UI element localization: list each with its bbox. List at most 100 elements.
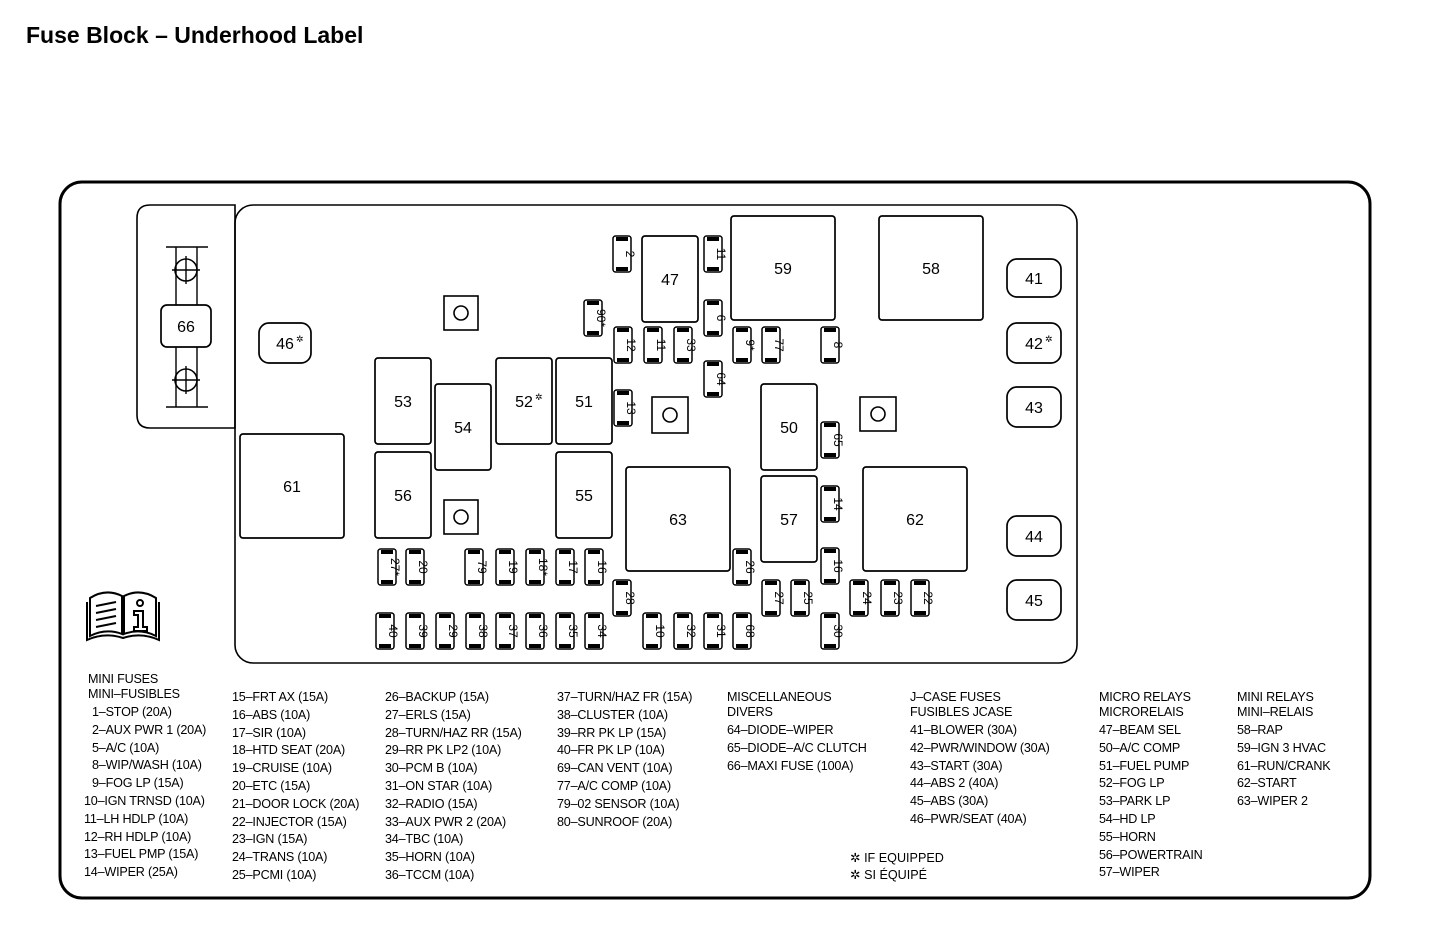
legend-item: 13–FUEL PMP (15A) bbox=[84, 847, 199, 862]
legend-item: 80–SUNROOF (20A) bbox=[557, 814, 673, 829]
fuse-64: 64 bbox=[703, 360, 728, 398]
legend-jcase: J–CASE FUSES FUSIBLES JCASE 41–BLOWER (3… bbox=[910, 690, 1050, 829]
fuse-label: 2 bbox=[623, 251, 637, 258]
legend-item: 32–RADIO (15A) bbox=[385, 796, 478, 811]
legend-item: 59–IGN 3 HVAC bbox=[1237, 740, 1326, 755]
fuse-label: 35 bbox=[566, 624, 580, 638]
relay-42: 42✲ bbox=[1006, 322, 1062, 364]
relay-label: 47 bbox=[661, 272, 679, 289]
fuse-18: 18* bbox=[525, 548, 550, 586]
relay-66: 66 bbox=[160, 304, 212, 348]
legend-item: 17–SIR (10A) bbox=[232, 725, 306, 740]
fuse-label: 30 bbox=[831, 624, 845, 638]
legend-item: 66–MAXI FUSE (100A) bbox=[727, 758, 854, 773]
legend-item: 79–02 SENSOR (10A) bbox=[557, 796, 680, 811]
relay-label: 52 bbox=[515, 394, 533, 411]
footnote-text: SI ÉQUIPÉ bbox=[864, 868, 928, 882]
fuse-label: 11 bbox=[714, 248, 728, 261]
legend-heading: MINI FUSES bbox=[88, 672, 159, 686]
fuse-26: 26 bbox=[732, 548, 757, 586]
fuse-label: 27* bbox=[388, 558, 402, 576]
housing-outline bbox=[58, 180, 1372, 900]
legend-item: 61–RUN/CRANK bbox=[1237, 758, 1331, 773]
legend-item: 9–FOG LP (15A) bbox=[92, 776, 184, 791]
fuse-label: 24 bbox=[860, 591, 874, 605]
fuse-36: 36 bbox=[525, 612, 550, 650]
fuse-65: 65 bbox=[820, 421, 845, 459]
fuse-label: 31 bbox=[714, 624, 728, 638]
legend-item: 26–BACKUP (15A) bbox=[385, 690, 489, 704]
fuse-label: 26 bbox=[743, 560, 757, 574]
fuse-34: 34 bbox=[584, 612, 609, 650]
fuse-label: 27 bbox=[772, 591, 786, 605]
legend-item: 52–FOG LP bbox=[1099, 776, 1165, 791]
legend-item: 24–TRANS (10A) bbox=[232, 850, 328, 865]
legend-item: 31–ON STAR (10A) bbox=[385, 778, 493, 793]
fuse-79: 79 bbox=[464, 548, 489, 586]
legend-item: 47–BEAM SEL bbox=[1099, 723, 1181, 737]
legend-item: 57–WIPER bbox=[1099, 865, 1160, 880]
legend-item: 23–IGN (15A) bbox=[232, 832, 308, 847]
fuse-label: 32 bbox=[684, 624, 698, 638]
relay-label: 51 bbox=[575, 394, 593, 411]
legend-item: 30–PCM B (10A) bbox=[385, 761, 478, 776]
relay-63: 63 bbox=[625, 466, 731, 572]
fuse-label: 12 bbox=[624, 338, 638, 352]
legend-item: 38–CLUSTER (10A) bbox=[557, 707, 668, 722]
fuse-77: 77 bbox=[761, 326, 786, 364]
legend-heading: MICRO RELAYS bbox=[1099, 690, 1191, 704]
legend-item: 21–DOOR LOCK (20A) bbox=[232, 796, 360, 811]
fuse-label: 38 bbox=[476, 624, 490, 638]
fuse-label: 90* bbox=[594, 309, 608, 327]
asterisk-mark: ✲ bbox=[535, 392, 543, 402]
legend-item: 36–TCCM (10A) bbox=[385, 867, 475, 882]
relay-51: 51 bbox=[555, 357, 613, 445]
fuse-11: 11 bbox=[703, 235, 728, 273]
legend-item: 45–ABS (30A) bbox=[910, 794, 989, 809]
fuse-label: 39 bbox=[416, 624, 430, 638]
legend-item: 58–RAP bbox=[1237, 723, 1283, 737]
relay-label: 61 bbox=[283, 479, 301, 496]
legend-item: 22–INJECTOR (15A) bbox=[232, 814, 347, 829]
legend-item: 2–AUX PWR 1 (20A) bbox=[92, 722, 207, 737]
legend-heading: DIVERS bbox=[727, 704, 773, 719]
fuse-label: 18* bbox=[536, 558, 550, 576]
relay-46: 46✲ bbox=[258, 322, 312, 364]
legend-misc: MISCELLANEOUS DIVERS 64–DIODE–WIPER 65–D… bbox=[727, 690, 867, 775]
legend-item: 19–CRUISE (10A) bbox=[232, 761, 332, 776]
relay-53: 53 bbox=[374, 357, 432, 445]
fuse-10: 10 bbox=[642, 612, 667, 650]
legend-item: 20–ETC (15A) bbox=[232, 778, 311, 793]
footnote-text: IF EQUIPPED bbox=[864, 851, 944, 865]
legend-item: 37–TURN/HAZ FR (15A) bbox=[557, 690, 693, 704]
fuse-label: 9* bbox=[743, 339, 757, 351]
relay-label: 54 bbox=[454, 420, 472, 437]
fuse-label: 37 bbox=[506, 624, 520, 638]
legend-item: 40–FR PK LP (10A) bbox=[557, 743, 665, 758]
legend-item: 69–CAN VENT (10A) bbox=[557, 761, 673, 776]
fuse-31: 31 bbox=[703, 612, 728, 650]
fuse-11: 11 bbox=[643, 326, 668, 364]
fuse-25: 25 bbox=[790, 579, 815, 617]
legend-item: 33–AUX PWR 2 (20A) bbox=[385, 814, 506, 829]
fuse-90: 90* bbox=[583, 299, 608, 337]
relay-62: 62 bbox=[862, 466, 968, 572]
fuse-17: 17 bbox=[555, 548, 580, 586]
fuse-23: 23 bbox=[880, 579, 905, 617]
legend-mini-fuses-col3: 26–BACKUP (15A) 27–ERLS (15A) 28–TURN/HA… bbox=[385, 689, 522, 885]
asterisk-icon: ✲ bbox=[850, 851, 861, 865]
fuse-37: 37 bbox=[495, 612, 520, 650]
fuse-label: 79 bbox=[475, 560, 489, 574]
legend-item: 65–DIODE–A/C CLUTCH bbox=[727, 740, 867, 755]
relay-label: 41 bbox=[1025, 271, 1043, 288]
fuse-label: 20 bbox=[416, 560, 430, 574]
asterisk-mark: ✲ bbox=[296, 334, 304, 344]
bolt-1 bbox=[453, 305, 469, 321]
fuse-39: 39 bbox=[405, 612, 430, 650]
legend-mini-fuses-col2: 15–FRT AX (15A) 16–ABS (10A) 17–SIR (10A… bbox=[232, 689, 359, 885]
legend-item: 50–A/C COMP bbox=[1099, 740, 1181, 755]
legend-item: 34–TBC (10A) bbox=[385, 832, 464, 847]
legend-item: 42–PWR/WINDOW (30A) bbox=[910, 740, 1050, 755]
legend-item: 1–STOP (20A) bbox=[92, 705, 172, 719]
legend-item: 8–WIP/WASH (10A) bbox=[92, 758, 202, 773]
